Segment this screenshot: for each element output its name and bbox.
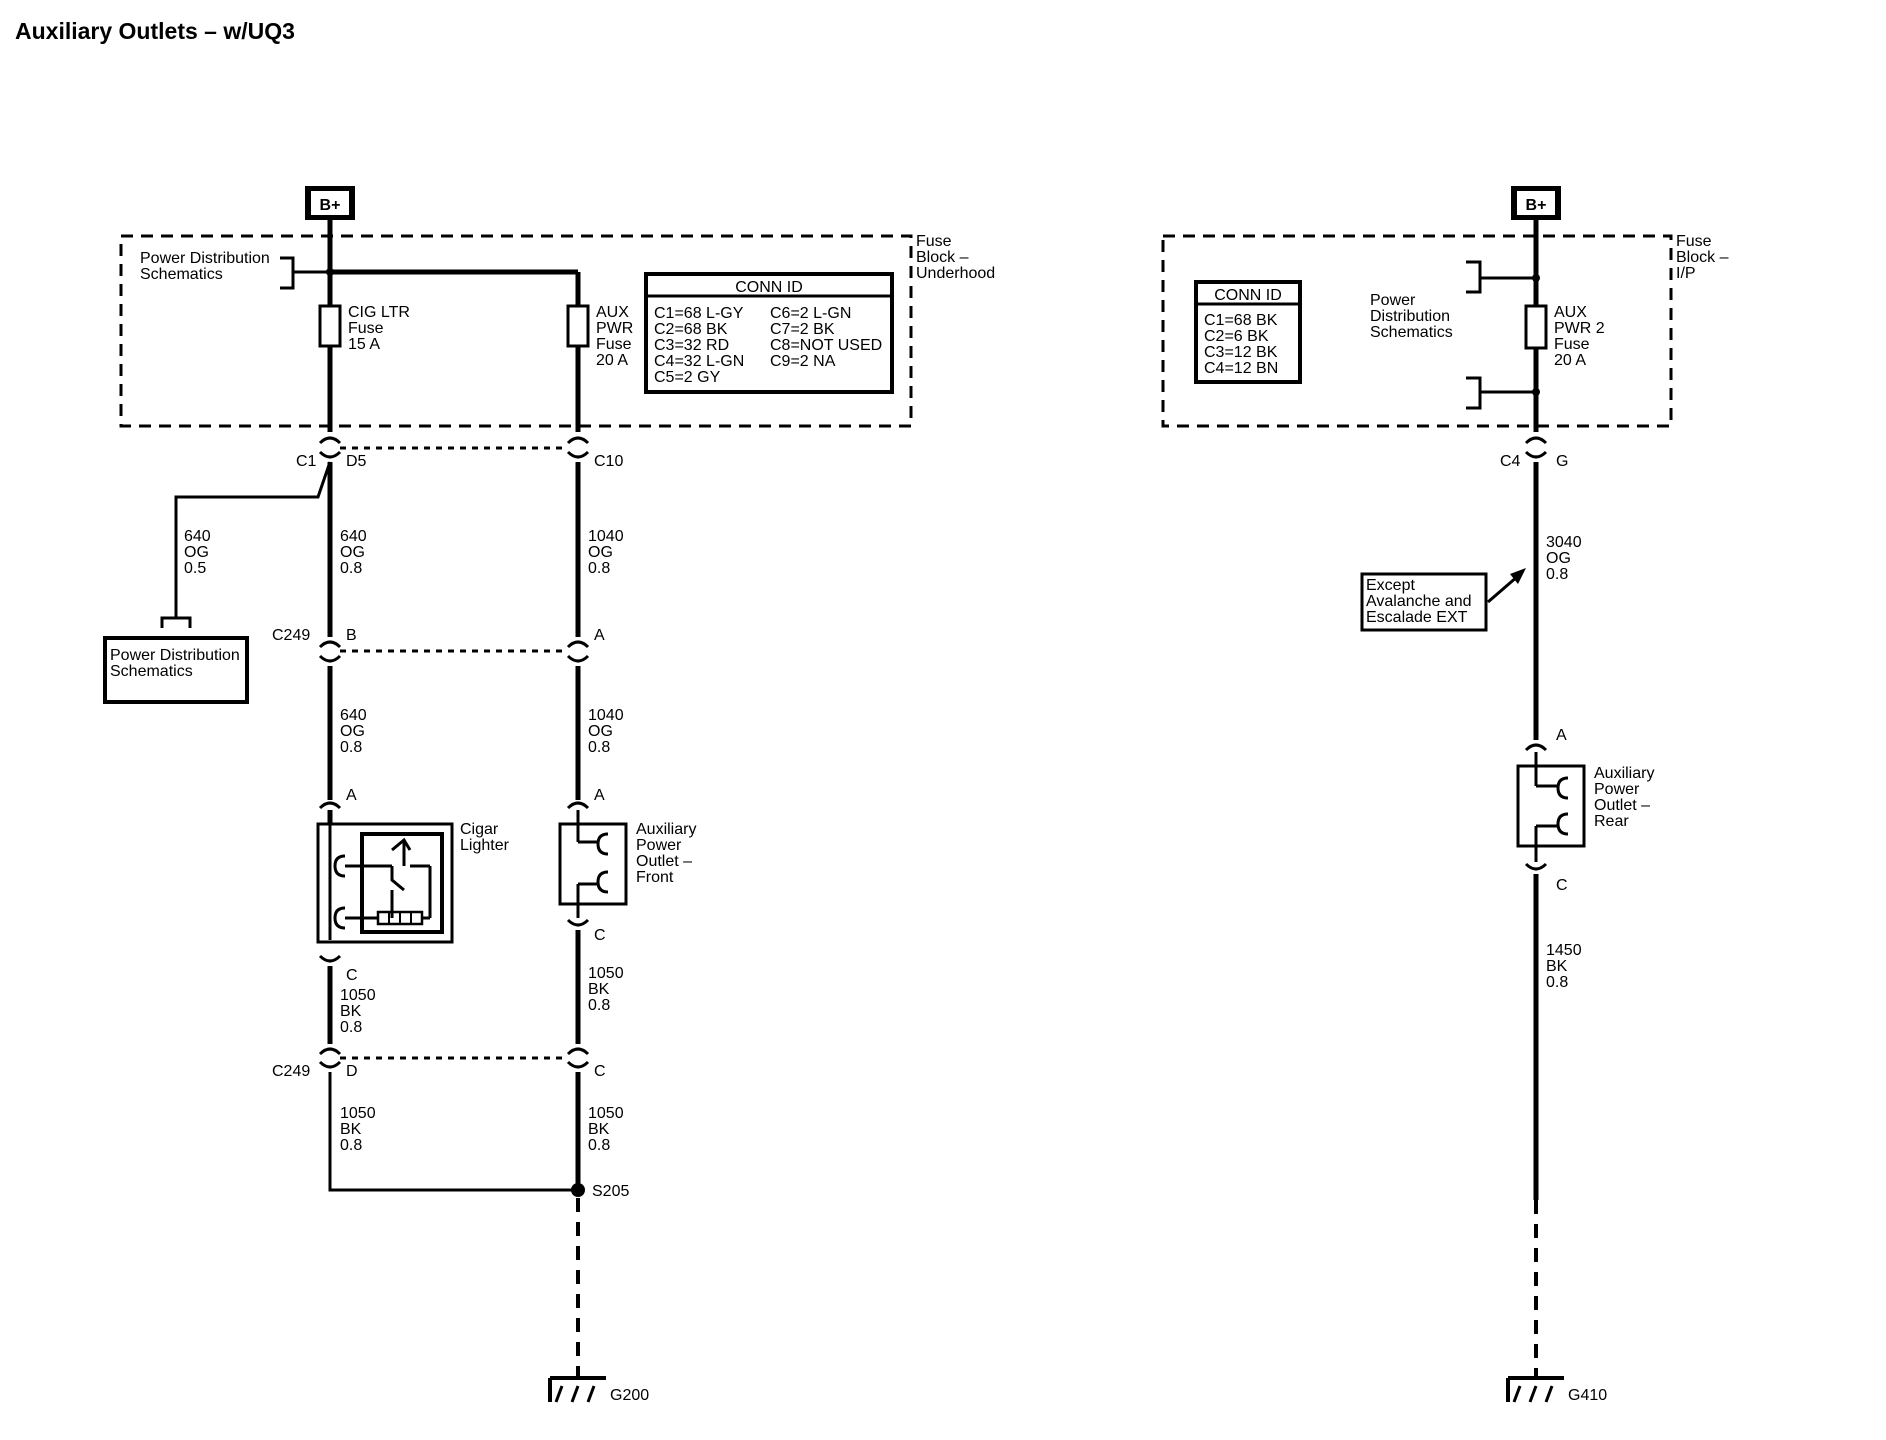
wire-1050-b-label: 1050 BK 0.8 xyxy=(588,965,628,1014)
pin-a-c249-label: A xyxy=(594,627,605,644)
fuse-block-ip xyxy=(1161,234,1673,428)
ground-g410-icon xyxy=(1506,1376,1564,1403)
power-distribution-ref-left: Power Distribution Schematics xyxy=(140,250,274,283)
wire-1050-a-label: 1050 BK 0.8 xyxy=(340,987,380,1036)
aux-pwr-fuse-label: AUX PWR Fuse 20 A xyxy=(596,304,638,369)
pin-a-aux-label: A xyxy=(594,787,605,804)
power-distribution-box-label: Power Distribution Schematics xyxy=(110,647,244,680)
aux-pwr-fuse xyxy=(566,304,590,348)
cigar-lighter xyxy=(316,810,454,944)
cigar-lighter-label: Cigar Lighter xyxy=(460,821,510,854)
bplus-label-right: B+ xyxy=(1526,197,1547,214)
page-title: Auxiliary Outlets – w/UQ3 xyxy=(15,18,295,44)
ground-g200-label: G200 xyxy=(610,1387,649,1404)
conn-id-header-right: CONN ID xyxy=(1214,287,1282,304)
fuse-block-underhood xyxy=(119,234,913,428)
bplus-label-left: B+ xyxy=(320,197,341,214)
conn-c249-bot-label: C249 xyxy=(272,1063,310,1080)
conn-id-col2-left: C6=2 L-GN C7=2 BK C8=NOT USED C9=2 NA xyxy=(770,305,887,370)
pin-c-cig-label: C xyxy=(346,967,358,984)
conn-c4-label: C4 xyxy=(1500,453,1521,470)
wire-640-05-label: 640 OG 0.5 xyxy=(184,528,215,577)
pin-a-cig-label: A xyxy=(346,787,357,804)
pin-d5-label: D5 xyxy=(346,453,367,470)
splice-s205 xyxy=(571,1183,585,1197)
pin-a-rear-label: A xyxy=(1556,727,1567,744)
wire-3040-label: 3040 OG 0.8 xyxy=(1546,534,1586,583)
cig-ltr-fuse-label: CIG LTR Fuse 15 A xyxy=(348,304,414,353)
wire-1050-d-label: 1050 BK 0.8 xyxy=(588,1105,628,1154)
conn-id-col1-left: C1=68 L-GY C2=68 BK C3=32 RD C4=32 L-GN … xyxy=(654,305,749,386)
ground-g200-icon xyxy=(548,1376,606,1403)
cig-ltr-fuse xyxy=(318,304,342,348)
aux-power-outlet-front-label: Auxiliary Power Outlet – Front xyxy=(636,821,701,886)
conn-id-header-left: CONN ID xyxy=(735,279,803,296)
except-note-box xyxy=(1360,572,1488,632)
fuse-block-ip-label: Fuse Block – I/P xyxy=(1676,233,1733,282)
fuse-block-underhood-label: Fuse Block – Underhood xyxy=(916,233,995,282)
wire-1040-a-label: 1040 OG 0.8 xyxy=(588,528,628,577)
wire-640-08-a-label: 640 OG 0.8 xyxy=(340,528,371,577)
ground-g410-label: G410 xyxy=(1568,1387,1607,1404)
pin-g-label: G xyxy=(1556,453,1568,470)
wire-1050-c-label: 1050 BK 0.8 xyxy=(340,1105,380,1154)
aux-pwr2-fuse-label: AUX PWR 2 Fuse 20 A xyxy=(1554,304,1609,369)
wire-1040-b-label: 1040 OG 0.8 xyxy=(588,707,628,756)
pin-c-rear-label: C xyxy=(1556,877,1568,894)
splice-label: S205 xyxy=(592,1183,629,1200)
pin-b-label: B xyxy=(346,627,357,644)
aux-power-outlet-rear-label: Auxiliary Power Outlet – Rear xyxy=(1594,765,1659,830)
conn-id-col1-right: C1=68 BK C2=6 BK C3=12 BK C4=12 BN xyxy=(1204,312,1282,377)
pin-c-c249-label: C xyxy=(594,1063,606,1080)
pin-c10-label: C10 xyxy=(594,453,623,470)
power-distribution-ref-right: Power Distribution Schematics xyxy=(1370,292,1454,341)
conn-id-table-left xyxy=(644,272,894,394)
conn-c249-top-label: C249 xyxy=(272,627,310,644)
arrow-icon xyxy=(1510,568,1526,584)
conn-id-table-right xyxy=(1194,280,1302,384)
wire-640-08-b-label: 640 OG 0.8 xyxy=(340,707,371,756)
aux-pwr2-fuse xyxy=(1524,304,1548,350)
pin-d-label: D xyxy=(346,1063,358,1080)
aux-power-outlet-rear xyxy=(1516,752,1586,862)
conn-c1-label: C1 xyxy=(296,453,317,470)
wire-1450-label: 1450 BK 0.8 xyxy=(1546,942,1586,991)
power-distribution-box-left xyxy=(103,636,249,704)
except-note-label: Except Avalanche and Escalade EXT xyxy=(1366,577,1476,626)
pin-c-aux-label: C xyxy=(594,927,606,944)
aux-power-outlet-front xyxy=(558,810,628,918)
